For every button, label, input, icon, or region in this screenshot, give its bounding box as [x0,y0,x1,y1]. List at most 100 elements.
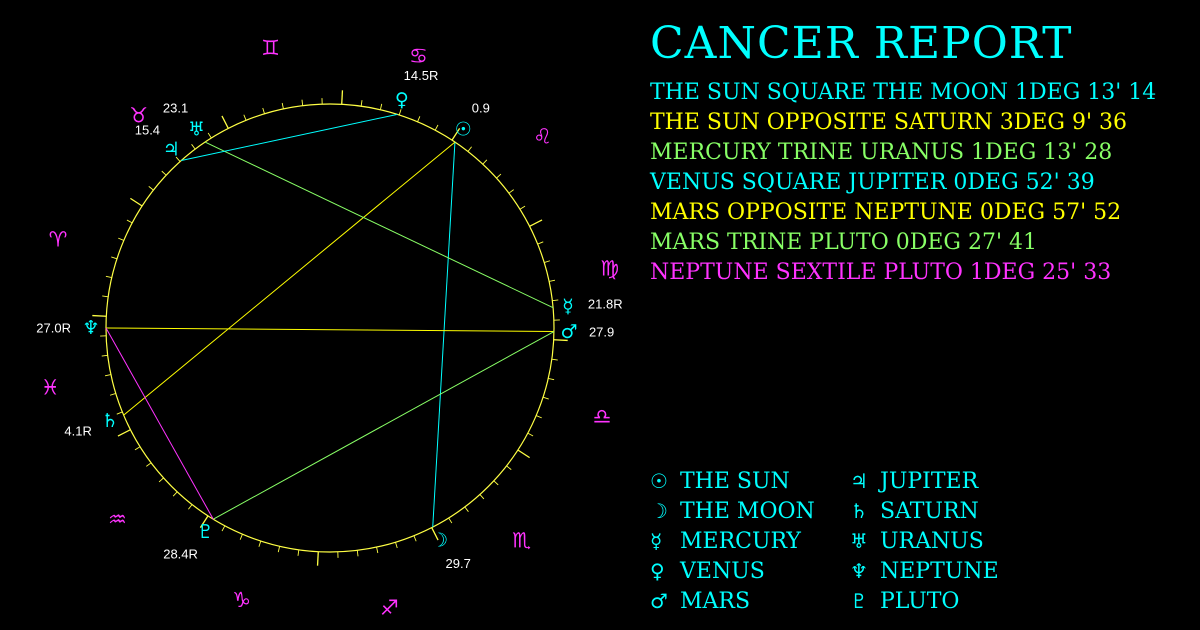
legend-item: ☽THE MOON [650,496,815,526]
degree-tick [262,107,265,114]
degree-tick [102,295,109,298]
aspect-item: THE SUN SQUARE THE MOON 1DEG 13' 14 [650,80,1157,105]
scorpio-sign-icon: ♏ [512,529,531,553]
degree-tick [92,314,107,317]
degree-tick [258,540,262,547]
sun-icon: ☉ [650,469,668,493]
degree-tick [341,90,344,105]
aspect-line-mars-neptune [105,327,554,333]
degree-tick [519,205,526,210]
virgo-sign-icon: ♍ [600,257,619,281]
moon-icon: ☽ [650,499,668,523]
zodiac-wheel: ♈♉♊♋♌♍♎♏♐♑♒♓ ☉0.9☽29.7☿21.8R♀14.5R♂27.9♃… [36,36,622,620]
degree-tick [553,339,568,342]
planet-degree-label: 14.5R [404,68,439,83]
degree-ticks [92,90,568,566]
degree-tick [551,358,558,361]
pluto-icon: ♇ [197,521,214,543]
degree-tick [175,156,181,162]
degree-tick [536,415,542,419]
aspect-item: MARS TRINE PLUTO 0DEG 27' 41 [650,230,1038,255]
neptune-icon: ♆ [82,317,99,339]
degree-tick [552,299,559,302]
planet-degree-label: 4.1R [64,424,91,439]
neptune-icon: ♆ [850,559,868,583]
aquarius-sign-icon: ♒ [108,507,127,531]
planet-markers: ☉0.9☽29.7☿21.8R♀14.5R♂27.9♃15.4♄4.1R♅23.… [36,68,622,571]
legend-label: MERCURY [680,529,801,554]
aspect-item: MARS OPPOSITE NEPTUNE 0DEG 57' 52 [650,200,1122,225]
degree-tick [172,491,178,497]
degree-tick [549,279,556,282]
legend-label: NEPTUNE [880,559,999,584]
degree-tick [360,100,363,107]
degree-tick [243,114,247,121]
legend-item: ♇PLUTO [850,586,999,616]
legend-item: ♄ SATURN [850,496,999,526]
jupiter-icon: ♃ [850,469,868,493]
degree-tick [301,99,304,106]
degree-tick [542,396,549,400]
degree-tick [239,534,243,540]
planet-degree-label: 27.9 [589,325,614,340]
degree-tick [451,128,461,141]
cancer-sign-icon: ♋ [409,44,428,68]
degree-tick [493,480,499,486]
legend-item: ☿MERCURY [650,526,815,556]
uranus-icon: ♅ [850,529,868,553]
degree-tick [199,515,209,528]
saturn-icon: ♄ [850,499,868,523]
degree-tick [146,462,152,467]
degree-tick [158,477,164,483]
planet-degree-label: 23.1 [163,101,188,116]
jupiter-icon: ♃ [163,138,180,160]
legend-item: ♂MARS [650,586,815,616]
leo-sign-icon: ♌ [533,125,552,149]
degree-tick [297,549,300,556]
aspect-item: VENUS SQUARE JUPITER 0DEG 52' 39 [650,170,1095,195]
legend-label: JUPITER [880,469,979,494]
degree-tick [101,354,108,357]
degree-tick [496,173,502,179]
saturn-icon: ♄ [101,410,118,432]
uranus-icon: ♅ [188,119,205,141]
degree-tick [413,535,417,542]
legend-item: ♅URANUS [850,526,999,556]
degree-tick [448,517,453,524]
degree-tick [281,102,284,109]
degree-tick [161,170,167,176]
capricorn-sign-icon: ♑ [232,588,251,612]
degree-tick [464,506,469,512]
degree-tick [548,377,555,381]
zodiac-ring [105,103,555,553]
degree-tick [118,237,124,241]
degree-tick [316,551,319,566]
venus-icon: ♀ [395,89,409,111]
venus-icon: ♀ [650,559,665,583]
legend-column-right: ♃ JUPITER ♄ SATURN♅URANUS ♆ NEPTUNE♇PLUTO [850,466,999,616]
degree-tick [479,494,485,500]
degree-tick [221,525,226,532]
degree-tick [111,256,118,260]
aspect-line-venus-jupiter [181,113,398,161]
degree-tick [506,465,512,470]
degree-tick [188,504,193,510]
degree-tick [376,547,379,554]
degree-tick [379,103,383,110]
degree-tick [529,219,543,227]
degree-tick [117,429,131,437]
sun-icon: ☉ [455,119,472,141]
aspect-line-sun-moon [432,142,456,528]
degree-tick [544,260,551,263]
legend-label: VENUS [680,559,765,584]
legend-item: ♃ JUPITER [850,466,999,496]
legend-item: ♆ NEPTUNE [850,556,999,586]
degree-tick [105,275,112,279]
page-title: CANCER REPORT [650,18,1073,69]
aspect-item: THE SUN OPPOSITE SATURN 3DEG 9' 36 [650,110,1128,135]
degree-tick [467,146,472,152]
degree-tick [191,144,196,150]
degree-tick [417,116,421,122]
sign-glyphs: ♈♉♊♋♌♍♎♏♐♑♒♓ [41,36,619,620]
legend-label: SATURN [880,499,979,524]
